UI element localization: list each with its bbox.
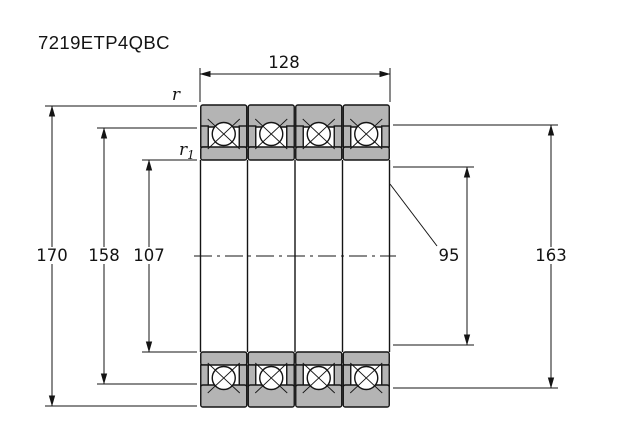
bearing-cell-top-4 (342, 104, 390, 161)
bearing-cell-top-1 (200, 104, 248, 161)
label-mask (35, 247, 69, 264)
dim-width-group: 128 (199, 53, 391, 102)
part-number-title: 7219ETP4QBC (38, 32, 170, 53)
dim-outer-diameter-label: 170 (36, 246, 68, 265)
label-mask (132, 247, 166, 264)
dim-left-inner-shoulder-group: 107 (132, 159, 197, 353)
chamfer-r1-subscript: 1 (187, 148, 195, 162)
bearing-cell-bottom-4 (342, 351, 390, 408)
bearing-cell-bottom-2 (247, 351, 295, 408)
bearing-cell-top-3 (295, 104, 343, 161)
label-mask (87, 247, 121, 264)
dim-outer-diameter-group: 170 (35, 105, 197, 407)
dim-width-label: 128 (268, 53, 300, 72)
dim-left-shoulder-group: 158 (87, 127, 197, 385)
chamfer-r-label: r (172, 85, 181, 105)
bearing-assembly (194, 104, 396, 408)
bearing-cell-bottom-1 (200, 351, 248, 408)
chamfer-r1-label: r1 (179, 140, 195, 162)
chamfer-r1-base: r (179, 140, 188, 160)
bearing-cell-top-2 (247, 104, 295, 161)
leader-line (389, 183, 438, 247)
dim-right-shoulder-group: 163 (393, 124, 570, 389)
dim-bore-group: 95 (389, 166, 474, 346)
bearing-cell-bottom-3 (295, 351, 343, 408)
dim-left-inner-shoulder-label: 107 (133, 246, 165, 265)
label-mask (534, 247, 570, 264)
dim-bore-label: 95 (439, 246, 460, 265)
dim-right-shoulder-label: 163 (535, 246, 567, 265)
dim-left-shoulder-label: 158 (88, 246, 120, 265)
